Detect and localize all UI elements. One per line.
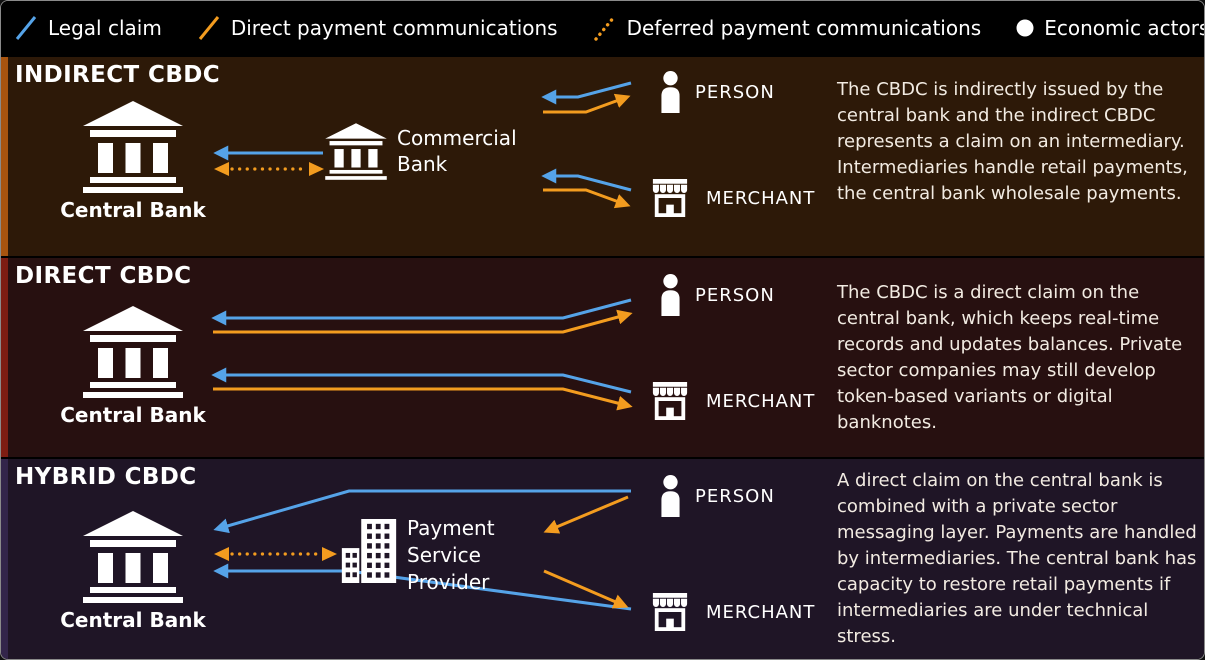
- section-indirect-cbdc: INDIRECT CBDC Central Bank: [1, 55, 1204, 256]
- merchant-icon: [652, 382, 688, 420]
- person-label: PERSON: [695, 485, 775, 507]
- section-accent-bar: [1, 258, 8, 457]
- section-accent-bar: [1, 57, 8, 256]
- section-title: INDIRECT CBDC: [15, 62, 221, 88]
- merchant-entity: MERCHANT: [647, 382, 815, 420]
- central-bank-entity: Central Bank: [60, 101, 206, 222]
- legend-item-deferred-payment: Deferred payment communications: [592, 13, 982, 43]
- payment-service-provider-icon: [341, 519, 397, 583]
- legal-claim-line-icon: [15, 16, 37, 40]
- legend-item-legal-claim: Legal claim: [13, 13, 162, 43]
- central-bank-label: Central Bank: [60, 608, 206, 632]
- legend-label: Direct payment communications: [230, 16, 558, 40]
- merchant-entity: MERCHANT: [647, 179, 815, 217]
- deferred-payment-dotted-line-icon: [593, 15, 616, 41]
- central-bank-entity: Central Bank: [60, 306, 206, 427]
- merchant-entity: MERCHANT: [647, 593, 815, 631]
- central-bank-label: Central Bank: [60, 198, 206, 222]
- section-direct-cbdc: DIRECT CBDC Central Bank PERSO: [1, 256, 1204, 457]
- section-description: The CBDC is a direct claim on the centra…: [837, 282, 1183, 433]
- central-bank-icon: [83, 101, 183, 193]
- section-description: A direct claim on the central bank is co…: [837, 470, 1197, 647]
- legend-item-economic-actors: Economic actors: [1015, 16, 1205, 40]
- commercial-bank-entity: [324, 123, 388, 184]
- merchant-label: MERCHANT: [706, 187, 816, 209]
- person-entity: PERSON: [659, 274, 775, 316]
- commercial-bank-icon: [325, 123, 387, 180]
- section-accent-bar: [1, 459, 8, 659]
- person-label: PERSON: [695, 81, 775, 103]
- psp-label: Payment Service Provider: [407, 516, 495, 594]
- person-entity: PERSON: [659, 71, 775, 113]
- legend-bar: Legal claim Direct payment communication…: [1, 1, 1204, 55]
- economic-actors-icon: [1016, 19, 1034, 37]
- person-icon: [661, 71, 680, 113]
- person-entity: PERSON: [659, 475, 775, 517]
- person-icon: [661, 274, 680, 316]
- merchant-icon: [652, 179, 688, 217]
- section-title: DIRECT CBDC: [15, 263, 192, 289]
- merchant-label: MERCHANT: [706, 601, 816, 623]
- merchant-label: MERCHANT: [706, 390, 816, 412]
- legend-label: Economic actors: [1044, 16, 1205, 40]
- central-bank-icon: [83, 511, 183, 603]
- section-description: The CBDC is indirectly issued by the cen…: [837, 79, 1188, 204]
- central-bank-icon: [83, 306, 183, 398]
- section-hybrid-cbdc: HYBRID CBDC Central Bank: [1, 457, 1204, 659]
- person-icon: [661, 475, 680, 517]
- psp-entity: [341, 519, 397, 587]
- merchant-icon: [652, 593, 688, 631]
- legend-label: Deferred payment communications: [626, 16, 982, 40]
- person-label: PERSON: [695, 284, 775, 306]
- legend-label: Legal claim: [48, 16, 162, 40]
- legend-item-direct-payment: Direct payment communications: [196, 13, 558, 43]
- section-title: HYBRID CBDC: [15, 464, 197, 490]
- central-bank-entity: Central Bank: [60, 511, 206, 632]
- direct-payment-line-icon: [198, 16, 219, 40]
- central-bank-label: Central Bank: [60, 403, 206, 427]
- commercial-bank-label: Commercial Bank: [397, 126, 517, 176]
